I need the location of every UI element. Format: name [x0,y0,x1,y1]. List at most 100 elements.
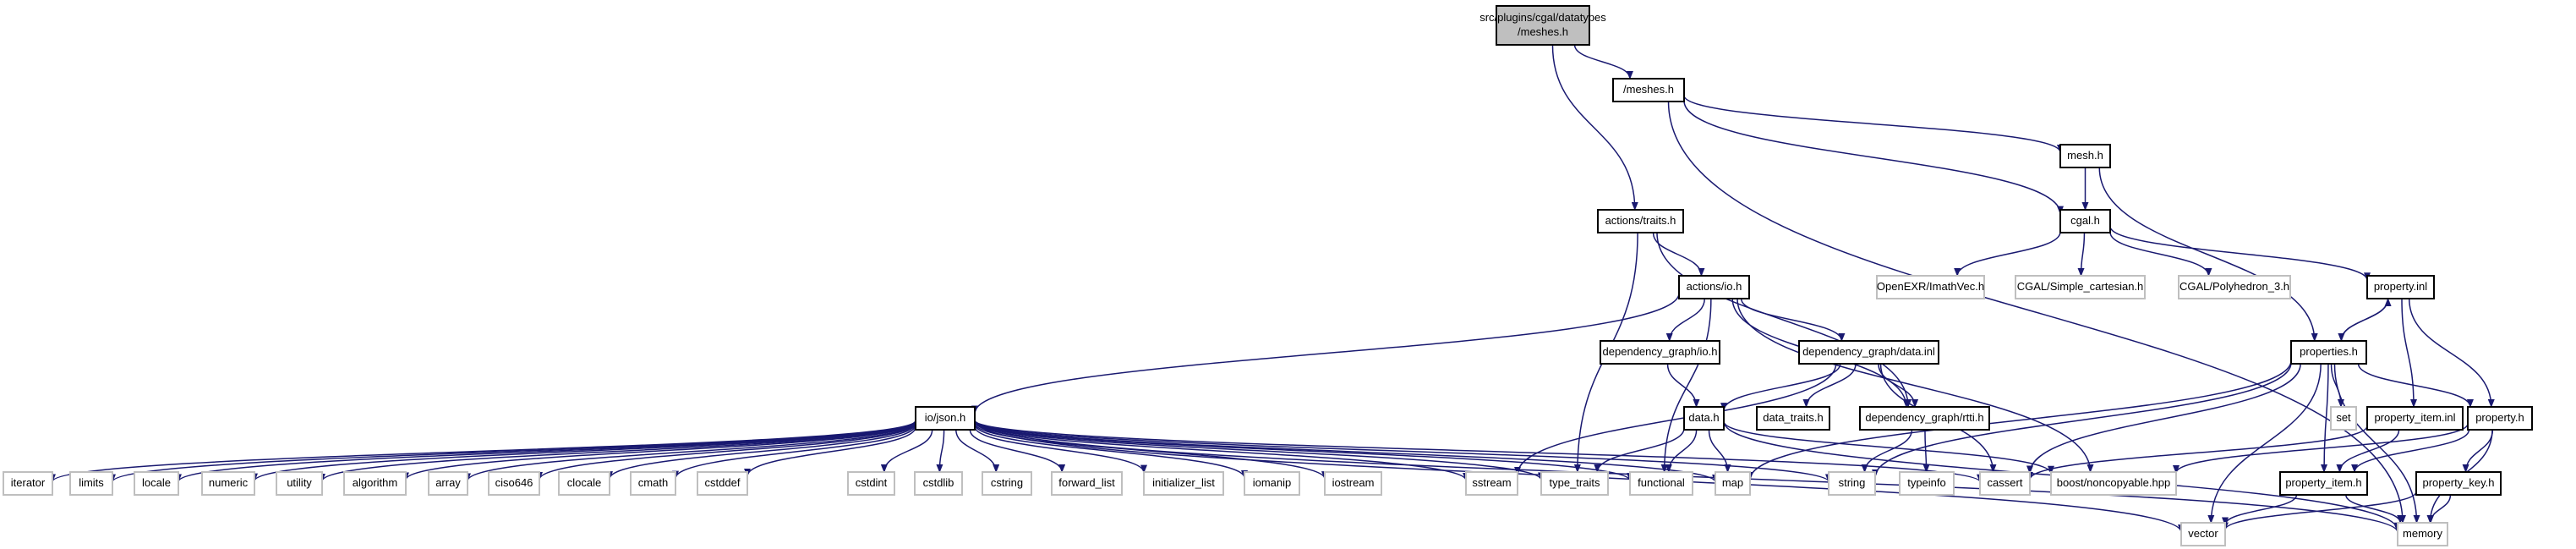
node-functional[interactable]: functional [1629,471,1693,496]
node-cstdint[interactable]: cstdint [847,471,895,496]
node-box-dg_data_inl [1798,340,1939,365]
node-label-cassert: cassert [1988,476,2023,489]
node-iostream[interactable]: iostream [1324,471,1382,496]
node-property_key_h[interactable]: property_key.h [2415,471,2502,496]
node-typeinfo[interactable]: typeinfo [1899,471,1955,496]
node-property_h[interactable]: property.h [2467,406,2533,431]
node-meshes_h[interactable]: /meshes.h [1612,78,1685,102]
node-cassert[interactable]: cassert [1979,471,2031,496]
node-dg_rtti[interactable]: dependency_graph/rtti.h [1859,406,1990,431]
edge-dg_data_inl-to-data_h [1720,363,1841,412]
edge-property_item_inl-to-property_item_h [2336,429,2400,473]
node-box-memory [2397,522,2448,546]
node-box-data_traits [1756,406,1830,431]
node-box-type_traits [1540,471,1609,496]
node-property_item_h[interactable]: property_item.h [2279,471,2368,496]
edge-property_item_h-to-memory [2345,494,2404,524]
node-label-type_traits: type_traits [1550,476,1600,489]
node-box-cstdint [847,471,895,496]
node-label-ciso646: ciso646 [495,476,533,489]
node-label-property_h: property.h [2475,411,2524,424]
node-box-numeric [201,471,255,496]
edge-io_json-to-cassert [974,420,1983,483]
node-label-actions_traits: actions/traits.h [1605,214,1676,227]
node-simple_cartesian[interactable]: CGAL/Simple_cartesian.h [2015,275,2146,299]
edge-meshes_h-to-memory [1667,101,2406,524]
node-label-algorithm: algorithm [353,476,397,489]
node-actions_traits[interactable]: actions/traits.h [1597,209,1684,233]
edge-properties_h-to-map [1747,360,2292,480]
node-openexr[interactable]: OpenEXR/ImathVec.h [1876,275,1985,299]
node-box-cstddef [697,471,748,496]
node-box-cmath [630,471,676,496]
node-label-properties_h: properties.h [2300,345,2358,358]
node-map[interactable]: map [1715,471,1751,496]
node-box-sstream [1465,471,1518,496]
node-sstream[interactable]: sstream [1465,471,1518,496]
node-box-forward_list [1051,471,1123,496]
node-utility[interactable]: utility [276,471,323,496]
node-set[interactable]: set [2330,406,2357,431]
edge-properties_h-to-set [2330,363,2344,408]
node-array[interactable]: array [428,471,468,496]
node-limits[interactable]: limits [69,471,113,496]
node-algorithm[interactable]: algorithm [343,471,407,496]
node-type_traits[interactable]: type_traits [1540,471,1609,496]
node-data_traits[interactable]: data_traits.h [1756,406,1830,431]
node-io_json[interactable]: io/json.h [915,406,976,431]
node-string[interactable]: string [1828,471,1876,496]
node-property_item_inl[interactable]: property_item.inl [2366,406,2464,431]
node-label-actions_io: actions/io.h [1687,280,1742,293]
node-label-memory: memory [2403,527,2442,540]
node-cmath[interactable]: cmath [630,471,676,496]
edge-actions_io-to-noncopyable [1736,298,2094,473]
node-box-map [1715,471,1751,496]
node-label-io_json: io/json.h [925,411,965,424]
node-memory[interactable]: memory [2397,522,2448,546]
node-data_h[interactable]: data.h [1683,406,1725,431]
node-label-initializer_list: initializer_list [1152,476,1215,489]
node-box-string [1828,471,1876,496]
node-ciso646[interactable]: ciso646 [488,471,540,496]
node-dg_data_inl[interactable]: dependency_graph/data.inl [1798,340,1939,365]
node-label-string: string [1839,476,1866,489]
node-label-cstddef: cstddef [705,476,741,489]
edge-io_json-to-initializer_list [974,425,1147,474]
node-cgal_h[interactable]: cgal.h [2059,209,2111,233]
node-box-polyhedron [2178,275,2291,299]
node-box-iomanip [1244,471,1300,496]
node-label-simple_cartesian: CGAL/Simple_cartesian.h [2017,280,2144,293]
node-locale[interactable]: locale [134,471,179,496]
node-polyhedron[interactable]: CGAL/Polyhedron_3.h [2178,275,2291,299]
node-initializer_list[interactable]: initializer_list [1143,471,1224,496]
node-root[interactable]: src/plugins/cgal/datatypes/meshes.h [1479,5,1606,46]
node-iomanip[interactable]: iomanip [1244,471,1300,496]
node-vector[interactable]: vector [2180,522,2226,546]
node-dg_io[interactable]: dependency_graph/io.h [1600,340,1720,365]
node-label-map: map [1722,476,1743,489]
node-mesh_h[interactable]: mesh.h [2059,144,2111,168]
node-actions_io[interactable]: actions/io.h [1678,275,1750,299]
edge-io_json-to-iomanip [974,424,1248,480]
node-property_inl[interactable]: property.inl [2366,275,2435,299]
node-label-property_item_inl: property_item.inl [2374,411,2455,424]
node-cstdlib[interactable]: cstdlib [914,471,963,496]
edge-io_json-to-ciso646 [536,422,916,480]
node-numeric[interactable]: numeric [201,471,255,496]
node-clocale[interactable]: clocale [558,471,610,496]
node-noncopyable[interactable]: boost/noncopyable.hpp [2050,471,2177,496]
edge-property_item_h-to-vector [2222,494,2298,526]
node-label-forward_list: forward_list [1058,476,1115,489]
node-iterator[interactable]: iterator [3,471,53,496]
node-cstddef[interactable]: cstddef [697,471,748,496]
node-box-property_h [2467,406,2533,431]
edge-io_json-to-map [974,420,1719,483]
edge-property_key_h-to-vector [2222,491,2417,531]
node-cstring[interactable]: cstring [982,471,1032,496]
node-forward_list[interactable]: forward_list [1051,471,1123,496]
node-box-cassert [1979,471,2031,496]
node-properties_h[interactable]: properties.h [2290,340,2367,365]
node-box-cstring [982,471,1032,496]
edge-io_json-to-cmath [672,425,916,480]
